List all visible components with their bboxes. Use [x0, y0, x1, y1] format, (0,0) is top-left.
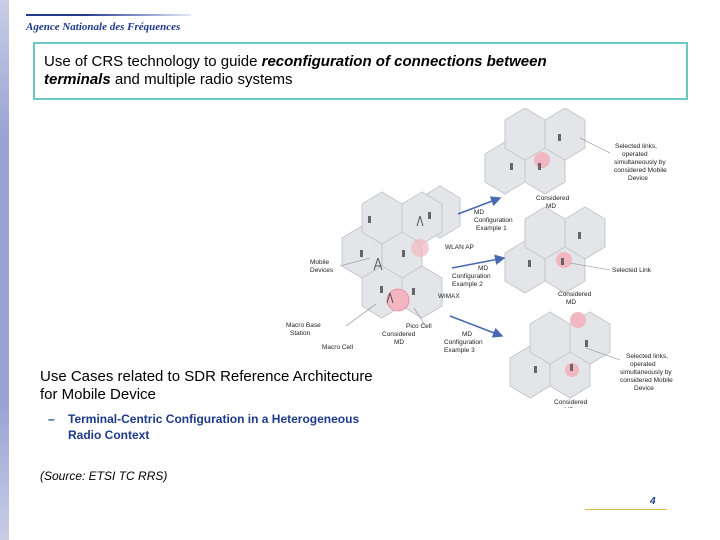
leader-line: [579, 137, 611, 154]
sub-bullet: – Terminal-Centric Configuration in a He…: [48, 411, 448, 443]
hex-cell: [504, 108, 546, 161]
wlan-area: [411, 239, 429, 257]
left-accent-bar: [0, 0, 9, 540]
page-number: 4: [650, 496, 656, 507]
label-selected-link: Selected Link: [612, 267, 652, 274]
bullet-dash: –: [48, 412, 55, 426]
hex-cell: [529, 311, 571, 365]
logo-rule: [26, 14, 191, 16]
top-right-hex-cluster: [484, 108, 611, 195]
use-cases-text: Use Cases related to SDR Reference Archi…: [40, 368, 440, 404]
arrow-config-1: [457, 196, 502, 215]
slide-title: Use of CRS technology to guide reconfigu…: [44, 53, 679, 89]
source-note: (Source: ETSI TC RRS): [40, 469, 168, 483]
title-box: Use of CRS technology to guide reconfigu…: [33, 42, 688, 100]
mobile-device-icon: [360, 212, 431, 295]
leader-line: [345, 303, 377, 327]
title-emphasis-2: terminals: [44, 71, 111, 88]
mobile-device-icon: [510, 134, 561, 170]
left-hex-cluster: [339, 185, 461, 327]
title-emphasis-1: reconfiguration of connections between: [261, 53, 547, 70]
sub-bullet-line-1: Terminal-Centric Configuration in a Hete…: [68, 412, 360, 426]
leader-line: [585, 347, 621, 361]
mobile-device-icon: [528, 232, 581, 267]
wlan-area: [534, 152, 550, 168]
pico-cell-area: [570, 312, 586, 328]
mobile-device-icon: [534, 340, 588, 373]
hex-cell: [524, 206, 566, 260]
arrow-config-3: [449, 315, 504, 338]
title-part-1: Use of CRS technology to guide: [44, 53, 262, 70]
mid-right-hex-cluster: [504, 206, 611, 294]
pico-cell-area: [386, 288, 410, 312]
arrow-config-2: [451, 254, 506, 269]
tower-icon: [373, 215, 424, 304]
logo: Agence Nationale des Fréquences: [26, 8, 191, 40]
leader-line: [413, 307, 426, 326]
hex-cell: [361, 191, 403, 245]
label-wimax: WiMAX: [438, 293, 460, 300]
title-part-4: and multiple radio systems: [110, 71, 293, 88]
logo-text: Agence Nationale des Fréquences: [26, 21, 181, 33]
leader-line: [569, 262, 611, 271]
leader-line: [339, 257, 371, 267]
footer-rule: [585, 509, 667, 510]
label-pico-cell: Pico Cell: [406, 323, 432, 330]
bottom-right-hex-cluster: [509, 311, 621, 399]
sub-bullet-line-2: Radio Context: [68, 428, 150, 442]
use-cases-line-1: Use Cases related to SDR Reference Archi…: [40, 368, 373, 385]
label-macro-cell: Macro Cell: [322, 344, 354, 351]
label-wlan-ap: WLAN AP: [445, 244, 474, 251]
use-cases-line-2: for Mobile Device: [40, 386, 156, 403]
